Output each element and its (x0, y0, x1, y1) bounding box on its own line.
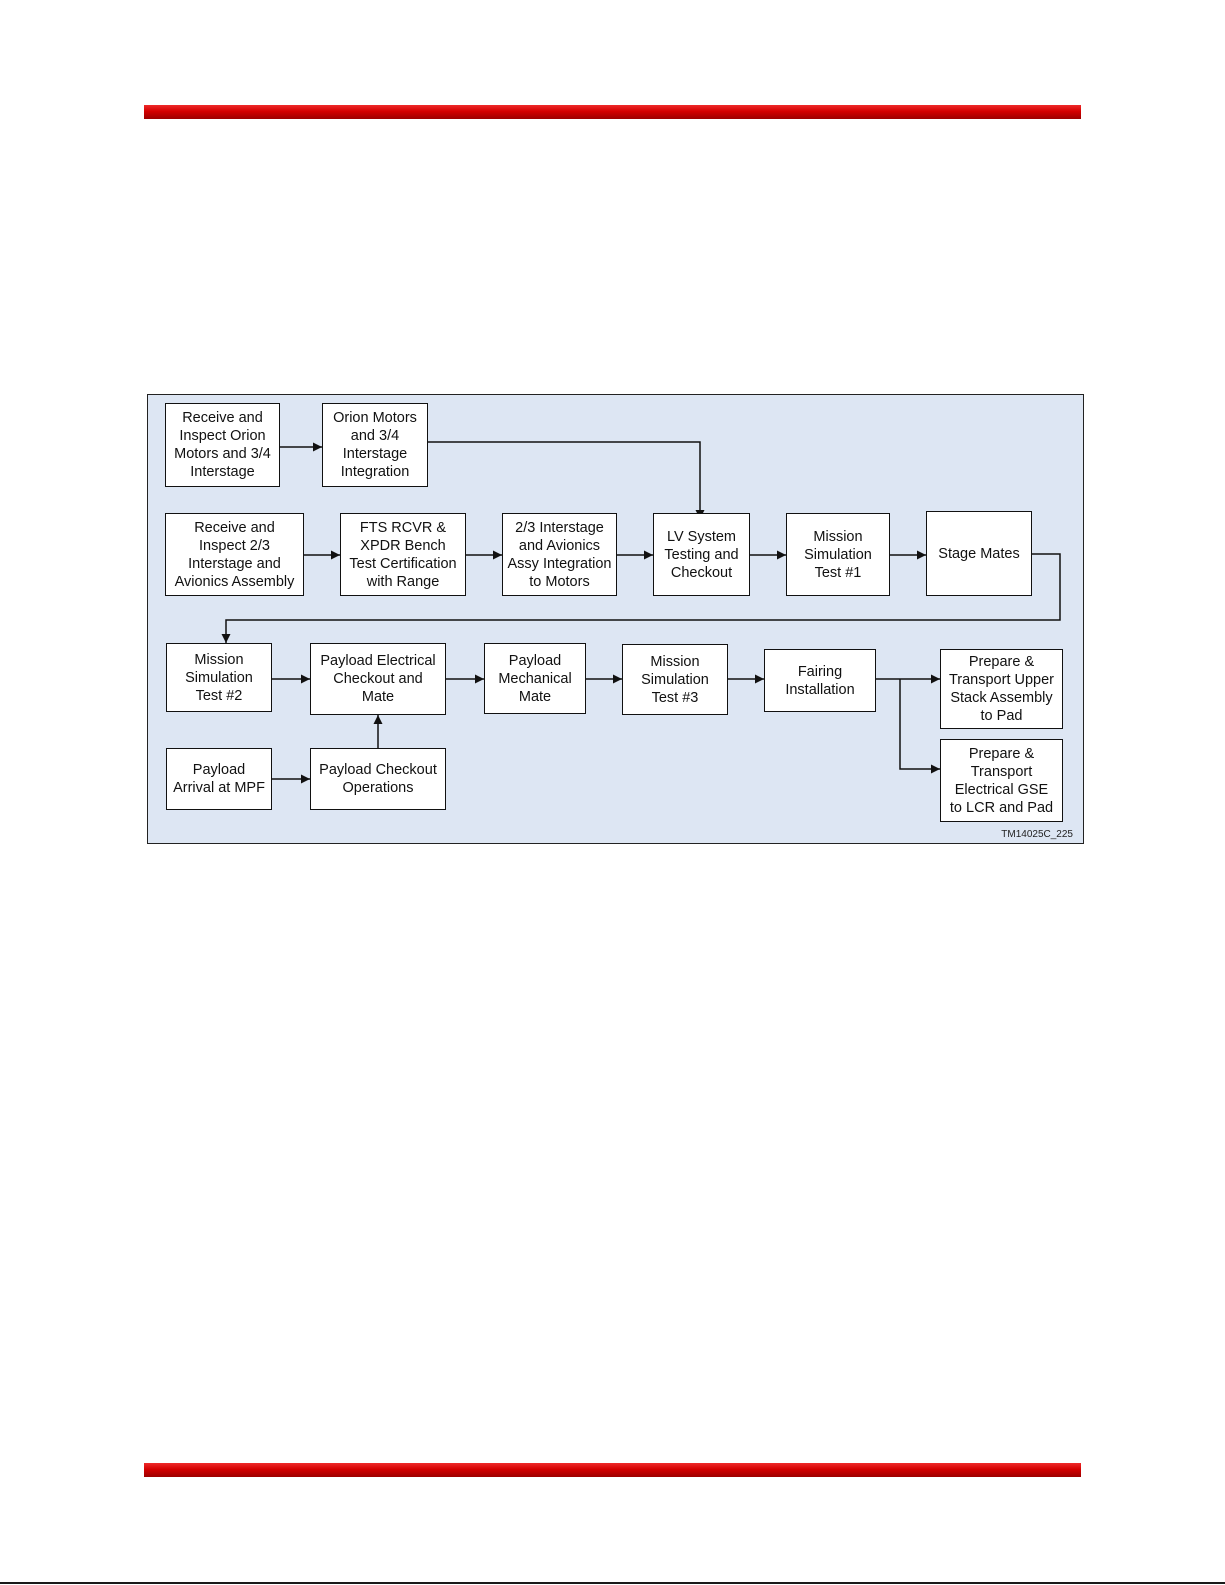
header-rule (144, 105, 1081, 119)
node-orion-motors-integration: Orion Motors and 3/4 Interstage Integrat… (322, 403, 428, 487)
node-fts-bench-test: FTS RCVR & XPDR Bench Test Certification… (340, 513, 466, 596)
node-fairing-installation: Fairing Installation (764, 649, 876, 712)
node-payload-arrival: Payload Arrival at MPF (166, 748, 272, 810)
node-prepare-transport-electrical-gse: Prepare & Transport Electrical GSE to LC… (940, 739, 1063, 822)
node-lv-system-testing: LV System Testing and Checkout (653, 513, 750, 596)
node-mission-simulation-2: Mission Simulation Test #2 (166, 643, 272, 712)
node-prepare-transport-upper-stack: Prepare & Transport Upper Stack Assembly… (940, 649, 1063, 729)
arrow-orion-integration-to-lv-testing (428, 441, 705, 519)
node-payload-electrical-checkout: Payload Electrical Checkout and Mate (310, 643, 446, 715)
node-stage-mates: Stage Mates (926, 511, 1032, 596)
footer-rule (144, 1463, 1081, 1477)
arrow-fairing-to-prepare-gse (899, 679, 940, 774)
node-receive-orion-motors: Receive and Inspect Orion Motors and 3/4… (165, 403, 280, 487)
figure-id-label: TM14025C_225 (1001, 829, 1073, 840)
arrow-stage-mates-to-sim-2 (221, 553, 1061, 643)
node-mission-simulation-1: Mission Simulation Test #1 (786, 513, 890, 596)
process-flow-diagram: Receive and Inspect Orion Motors and 3/4… (147, 394, 1084, 844)
node-mission-simulation-3: Mission Simulation Test #3 (622, 644, 728, 715)
node-payload-checkout-operations: Payload Checkout Operations (310, 748, 446, 810)
connector-layer (221, 441, 1061, 784)
node-receive-2-3-interstage: Receive and Inspect 2/3 Interstage and A… (165, 513, 304, 596)
node-interstage-avionics-integration: 2/3 Interstage and Avionics Assy Integra… (502, 513, 617, 596)
page-bottom-line (0, 1582, 1225, 1584)
node-payload-mechanical-mate: Payload Mechanical Mate (484, 643, 586, 714)
